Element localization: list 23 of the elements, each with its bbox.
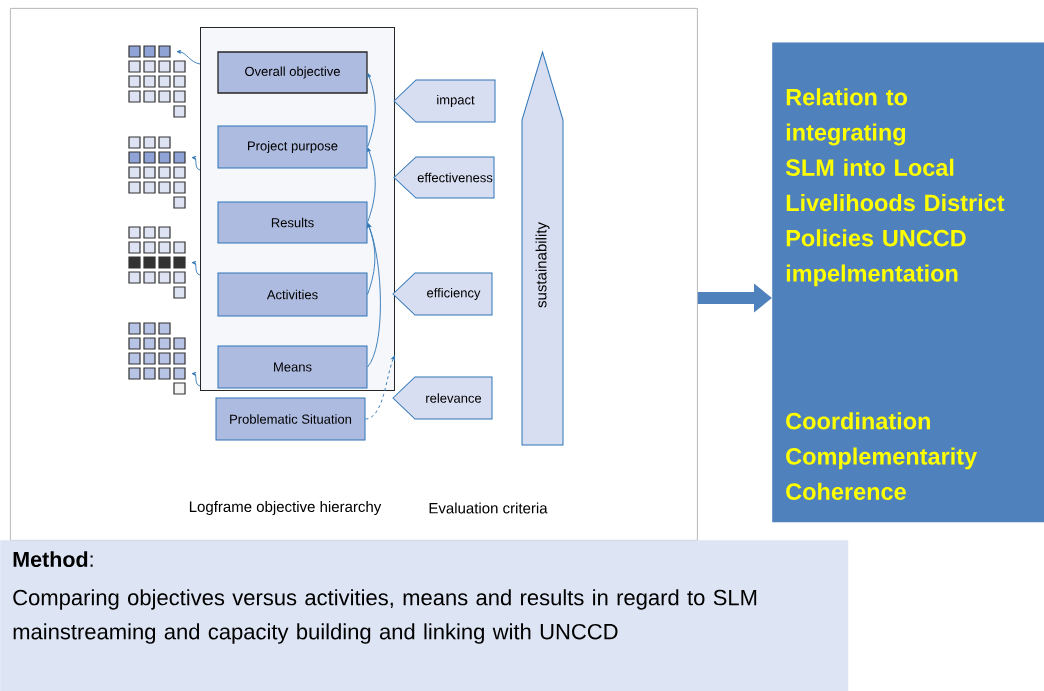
arrow bbox=[367, 73, 376, 148]
grid-icon bbox=[128, 136, 186, 209]
level-box: Problematic Situation bbox=[215, 397, 366, 441]
arrow bbox=[367, 223, 381, 368]
method-box: Method: Comparing objectives versus activities, means and results in regard to SLM mainstreaming and capacity building and linking with UNCCD bbox=[0, 540, 849, 691]
caption: Logframe objective hierarchy bbox=[189, 501, 382, 515]
arrow bbox=[176, 50, 201, 65]
arrow bbox=[191, 372, 201, 387]
level-box: Project purpose bbox=[217, 125, 368, 169]
text-panel: Relation to integrating SLM into Local Livelihoods District Policies UNCCD impelmentation Coordination Complementarity Coherence bbox=[772, 42, 1044, 523]
arrow bbox=[367, 147, 376, 223]
arrow bbox=[191, 261, 201, 276]
level-box: Overall objective bbox=[217, 51, 368, 94]
grid-icon bbox=[128, 322, 186, 395]
grid-icon bbox=[128, 226, 186, 299]
arrow bbox=[365, 355, 395, 420]
arrow bbox=[367, 223, 376, 295]
caption: Evaluation criteria bbox=[429, 502, 548, 514]
level-box: Means bbox=[217, 345, 368, 389]
grid-icon bbox=[128, 45, 186, 118]
arrow bbox=[191, 156, 201, 171]
level-box: Results bbox=[217, 201, 368, 244]
level-box: Activities bbox=[217, 272, 368, 317]
